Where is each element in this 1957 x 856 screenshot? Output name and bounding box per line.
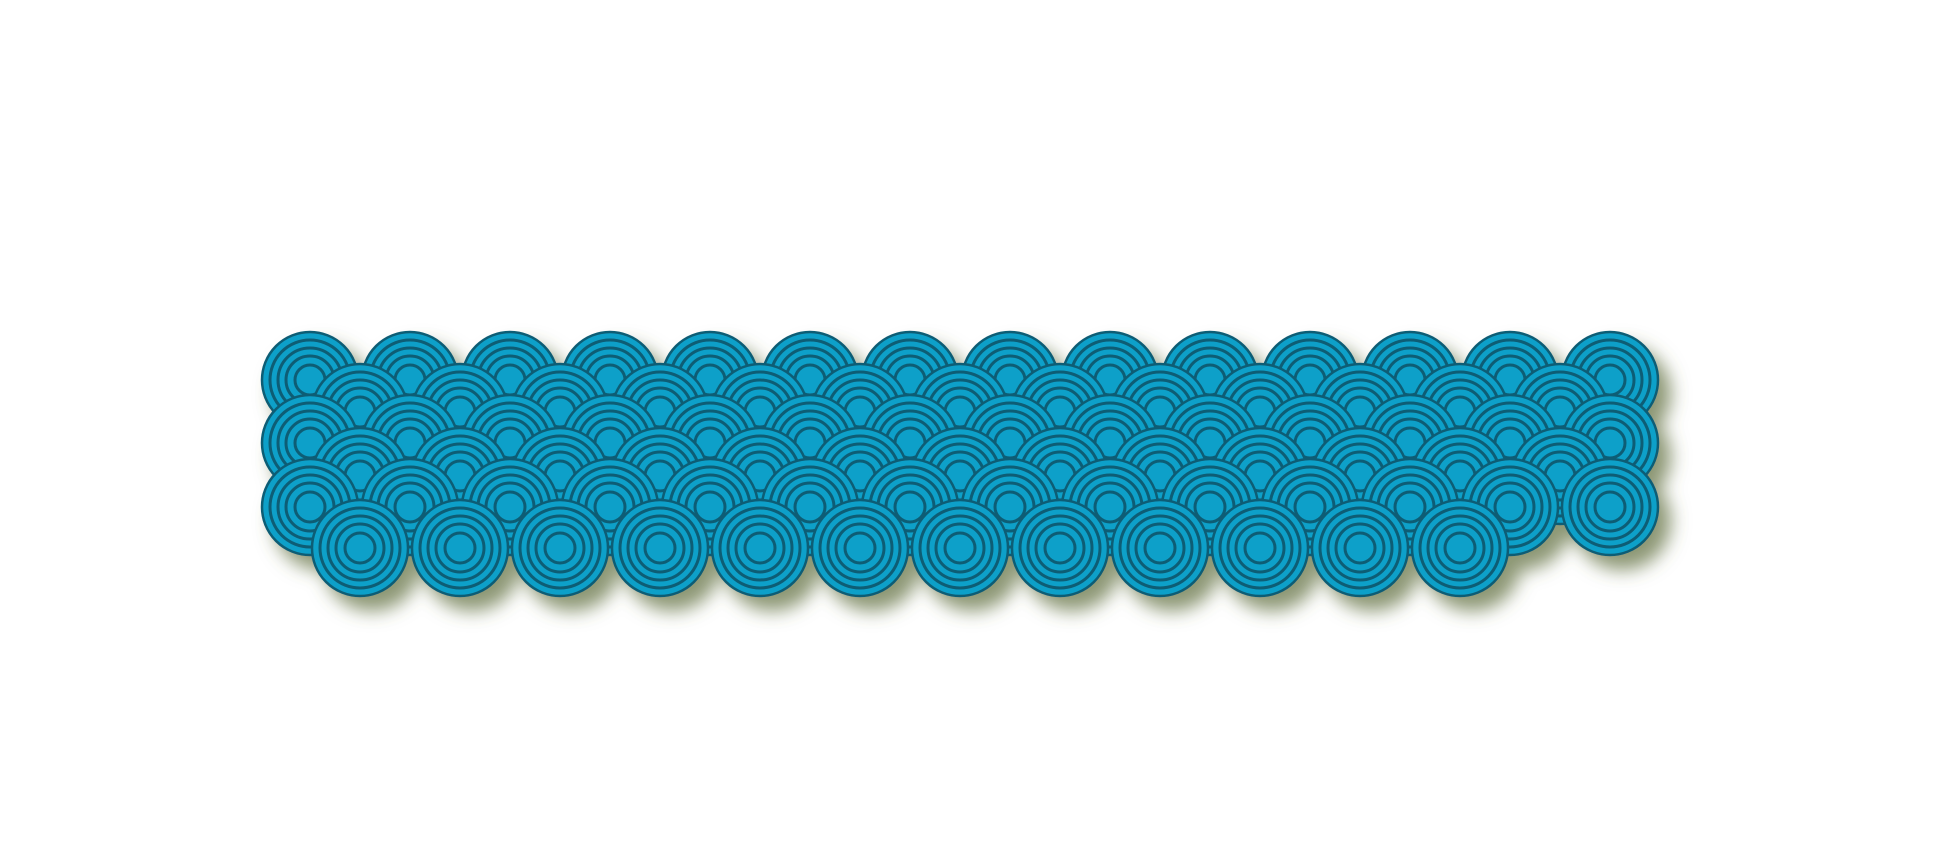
disc-ring [1093,490,1127,524]
wave-disc [1410,498,1510,598]
wave-disc [510,498,610,598]
disc-ring [1593,490,1627,524]
wave-disc [1310,498,1410,598]
disc-ring [993,490,1027,524]
disc-ring [593,490,627,524]
wave-disc [610,498,710,598]
disc-ring [893,490,927,524]
disc-ring [1493,490,1527,524]
wave-disc [710,498,810,598]
disc-ring [643,531,677,565]
disc-ring [843,531,877,565]
wave-disc [810,498,910,598]
wave-disc-group [260,330,1660,598]
disc-ring [1343,531,1377,565]
wave-disc [1210,498,1310,598]
disc-ring [493,490,527,524]
wave-disc [410,498,510,598]
disc-ring [1293,490,1327,524]
disc-ring [1243,531,1277,565]
wave-disc [1560,457,1660,557]
disc-ring [1443,531,1477,565]
disc-ring [543,531,577,565]
disc-ring [693,490,727,524]
wave-disc [1010,498,1110,598]
disc-ring [1143,531,1177,565]
disc-ring [743,531,777,565]
disc-ring [393,490,427,524]
disc-ring [1393,490,1427,524]
disc-ring [943,531,977,565]
wave-disc [310,498,410,598]
disc-ring [793,490,827,524]
disc-ring [293,490,327,524]
disc-ring [1043,531,1077,565]
wave-disc [910,498,1010,598]
disc-ring [443,531,477,565]
wave-disc [1110,498,1210,598]
disc-ring [1193,490,1227,524]
disc-ring [343,531,377,565]
